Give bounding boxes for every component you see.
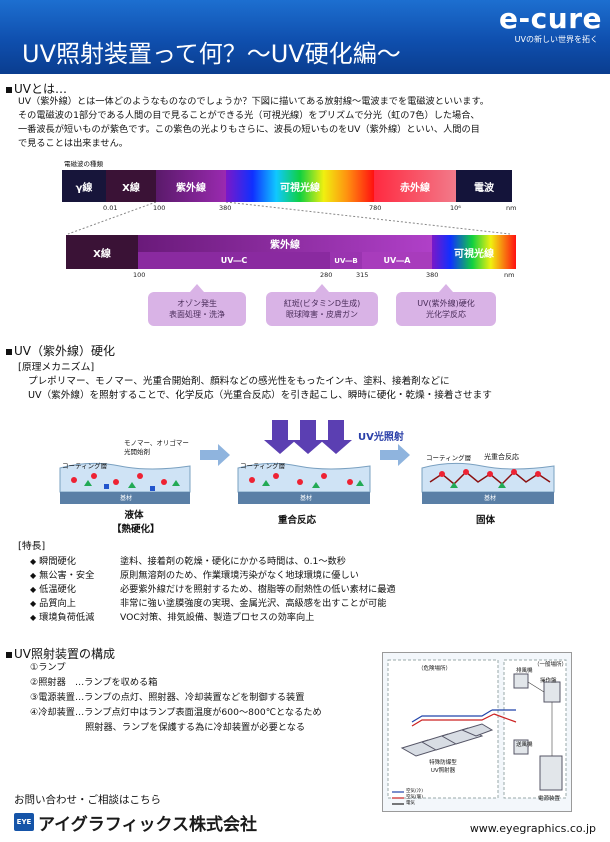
tick-10-6: 10⁶ [450, 204, 461, 212]
uv-about-text: UV（紫外線）とは一体どのようなものなのでしょうか？下図に描いてある放射線～電波… [18, 96, 489, 149]
device-components-list: ①ランプ ②照射器 …ランプを収める箱 ③電源装置…ランプの点灯、照射器、冷却装… [30, 662, 322, 733]
stage-liquid [59, 462, 191, 504]
principle-label: [原理メカニズム] [18, 362, 95, 373]
bullet-square-icon [6, 348, 12, 355]
detail-tick-280: 280 [320, 271, 333, 279]
bullet-square-icon [6, 651, 12, 658]
tick-0-01: 0.01 [103, 204, 118, 212]
control-panel-label: 操作盤 [540, 678, 557, 684]
state-solid-label: 固体 [476, 515, 496, 526]
detail-band-uv: 紫外線 [138, 235, 432, 252]
uv-irradiation-label: UV光照射 [358, 432, 404, 443]
bubble-uv-a: UV(紫外線)硬化光化学反応 [396, 284, 496, 326]
band-radio: 電波 [456, 170, 512, 202]
detail-tick-380: 380 [426, 271, 439, 279]
detail-tick-nm: nm [504, 271, 515, 279]
tick-780: 780 [369, 204, 382, 212]
section-uv-about-heading: UVとは… [6, 80, 67, 97]
brand-logo: e-cure [499, 2, 602, 35]
initiator-label: 光開始剤 [124, 448, 150, 456]
monomer-label: モノマー、オリゴマー [124, 439, 189, 447]
page-title: UV照射装置って何？～UV硬化編～ [22, 40, 401, 68]
page-header [0, 0, 610, 74]
photopoly-label: 光重合反応 [484, 453, 519, 461]
stage-solid [421, 462, 555, 504]
detail-tick-100: 100 [133, 271, 146, 279]
device-legend: 空気(冷) 空気(暖) 電気 [406, 789, 424, 806]
tick-nm: nm [506, 204, 517, 212]
power-label: 電源装置 [538, 796, 561, 802]
state-liquid-label: 液体【熱硬化】 [112, 510, 160, 535]
band-visible: 可視光線 [226, 170, 374, 202]
state-polymerize-label: 重合反応 [278, 515, 317, 526]
coating-label-2: コーティング層 [240, 462, 286, 470]
band-uv: 紫外線 [156, 170, 226, 202]
band-xray: X線 [106, 170, 156, 202]
brand-tagline: UVの新しい世界を拓く [514, 35, 598, 44]
bubble-uv-c: オゾン発生表面処理・洗浄 [148, 284, 246, 326]
tick-380: 380 [219, 204, 232, 212]
irradiator-label: 特殊防爆型 UV照射器 [429, 760, 457, 774]
band-infrared: 赤外線 [374, 170, 456, 202]
principle-text: プレポリマー、モノマー、光重合開始剤、顔料などの感光性をもったインキ、塗料、接着… [28, 376, 492, 401]
general-area-label: （一般場所） [534, 662, 568, 668]
substrate-label-1: 基材 [120, 495, 133, 502]
zoom-lines [67, 202, 511, 235]
substrate-label-3: 基材 [484, 495, 497, 502]
coating-label-1: コーティング層 [62, 462, 108, 470]
detail-band-xray: X線 [66, 235, 138, 269]
hazard-area-label: （危険場所） [418, 666, 452, 672]
band-gamma: γ線 [62, 170, 106, 202]
coating-label-3: コーティング層 [426, 454, 472, 462]
section-curing-heading: UV（紫外線）硬化 [6, 342, 115, 359]
exhaust-label: 排風機 [516, 668, 533, 674]
tick-100: 100 [153, 204, 166, 212]
spectrum-caption: 電磁波の種類 [64, 160, 103, 168]
uv-a-band: UV―A [362, 252, 432, 269]
spectrum-bar: γ線 X線 紫外線 可視光線 赤外線 電波 [62, 170, 512, 202]
features-label: [特長] [18, 541, 46, 552]
blower-label: 送風機 [516, 742, 533, 748]
section-device-heading: UV照射装置の構成 [6, 645, 115, 662]
company-logo-icon: EYE [14, 813, 34, 831]
detail-band-visible: 可視光線 [432, 235, 516, 269]
company-url[interactable]: www.eyegraphics.co.jp [469, 822, 596, 835]
stage-polymerize [237, 462, 371, 504]
substrate-label-2: 基材 [300, 495, 313, 502]
curing-diagram [59, 420, 555, 504]
detail-tick-315: 315 [356, 271, 369, 279]
device-illustration [387, 659, 567, 805]
bullet-square-icon [6, 86, 12, 93]
uv-detail-bar: X線 紫外線 UV―C UV―B UV―A 可視光線 [66, 235, 516, 269]
uv-c-band: UV―C [138, 252, 330, 269]
uv-b-band: UV―B [330, 252, 362, 269]
contact-text: お問い合わせ・ご相談はこちら [14, 794, 161, 806]
company-name: アイグラフィックス株式会社 [38, 815, 257, 835]
bubble-uv-b: 紅斑(ビタミンD生成)眼球障害・皮膚ガン [266, 284, 378, 326]
